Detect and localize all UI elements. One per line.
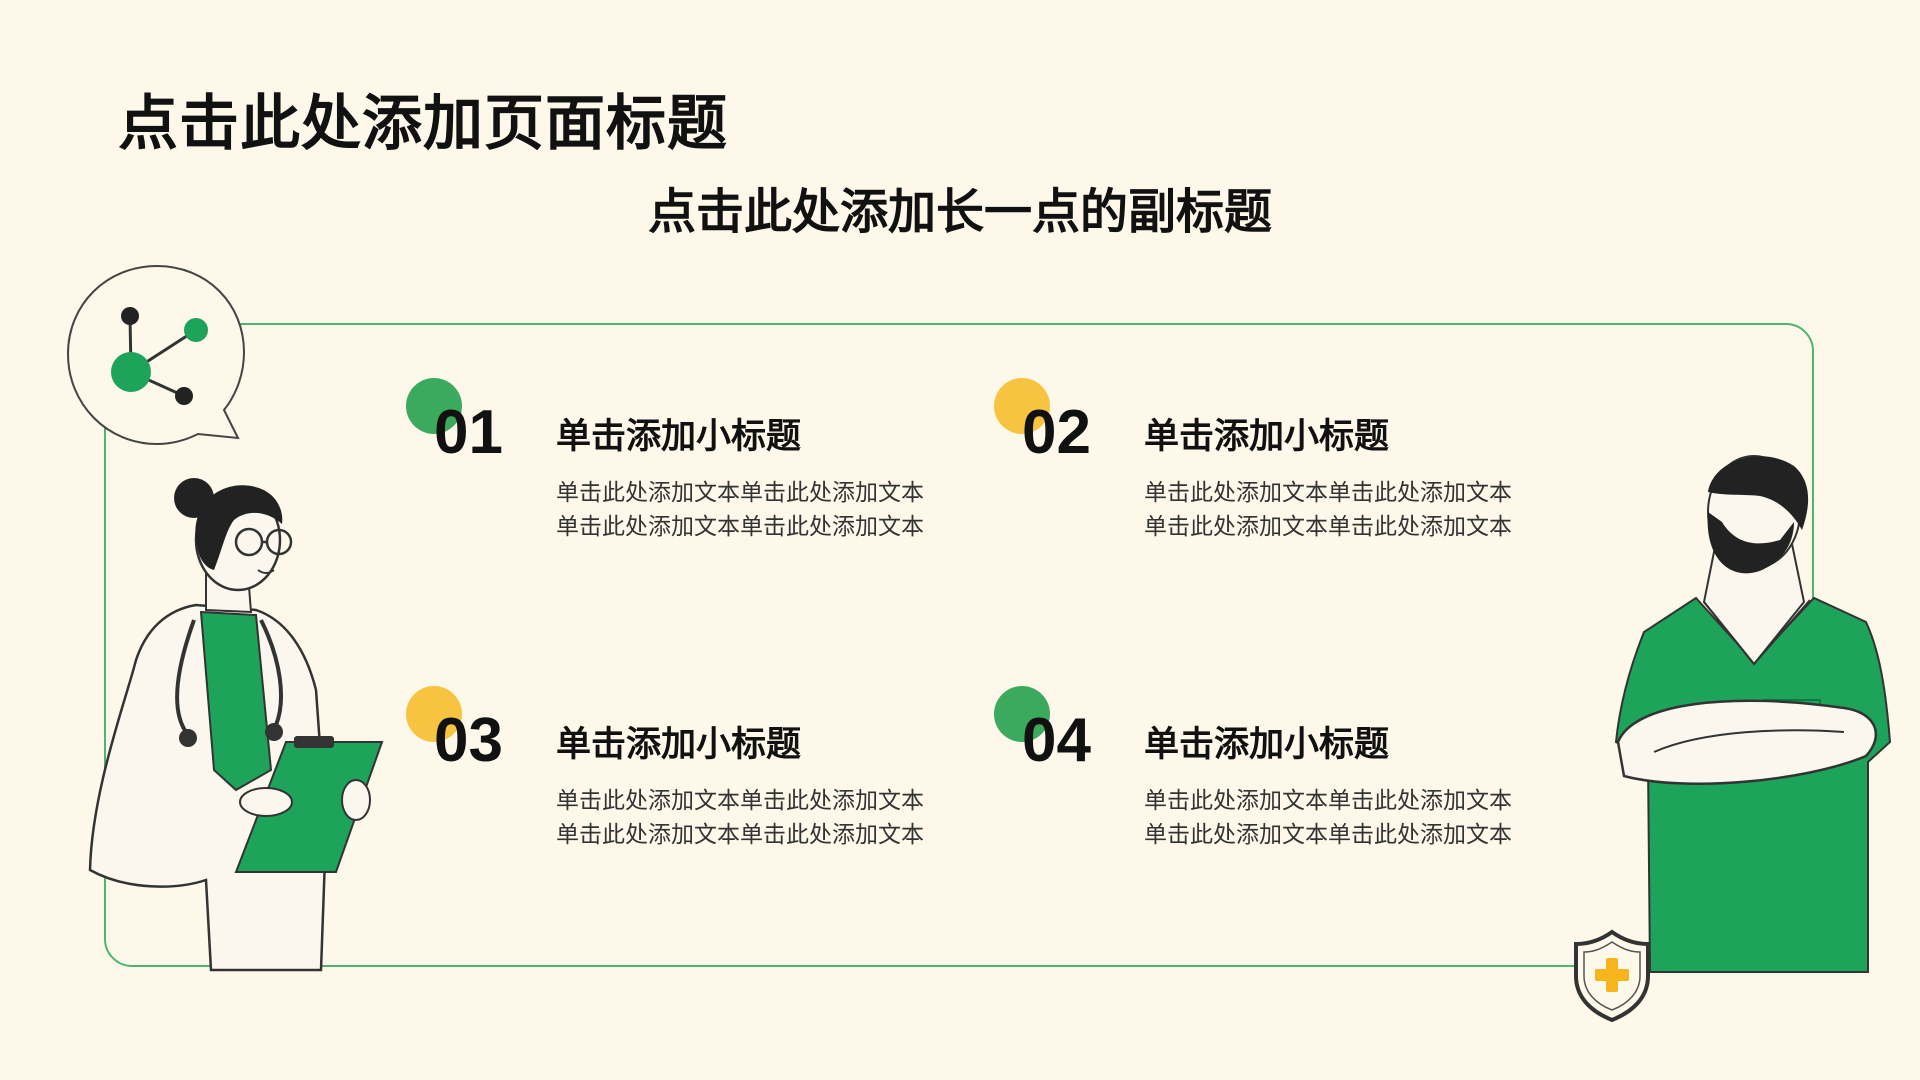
item-heading: 单击添加小标题 [1144, 725, 1390, 765]
item-number: 04 [1022, 706, 1091, 775]
nurse-illustration [1614, 455, 1892, 973]
item-dot [406, 378, 462, 434]
item-dot [994, 378, 1050, 434]
content-item-02: 02 单击添加小标题 单击此处添加文本单击此处添加文本单击此处添加文本单击此处添… [994, 378, 1514, 628]
item-body: 单击此处添加文本单击此处添加文本单击此处添加文本单击此处添加文本 [1144, 480, 1512, 540]
item-dot [406, 686, 462, 742]
content-item-04: 04 单击添加小标题 单击此处添加文本单击此处添加文本单击此处添加文本单击此处添… [994, 686, 1514, 936]
item-body: 单击此处添加文本单击此处添加文本单击此处添加文本单击此处添加文本 [556, 480, 924, 540]
page-subtitle: 点击此处添加长一点的副标题 [647, 184, 1272, 240]
item-number: 02 [1022, 398, 1091, 467]
item-heading: 单击添加小标题 [1144, 417, 1390, 457]
item-body: 单击此处添加文本单击此处添加文本单击此处添加文本单击此处添加文本 [1144, 788, 1512, 848]
item-body: 单击此处添加文本单击此处添加文本单击此处添加文本单击此处添加文本 [556, 788, 924, 848]
item-heading: 单击添加小标题 [556, 417, 802, 457]
molecule-share-icon [66, 264, 246, 446]
doctor-illustration [88, 478, 384, 972]
item-number: 01 [434, 398, 503, 467]
item-number: 03 [434, 706, 503, 775]
item-dot [994, 686, 1050, 742]
content-item-01: 01 单击添加小标题 单击此处添加文本单击此处添加文本单击此处添加文本单击此处添… [406, 378, 926, 628]
item-heading: 单击添加小标题 [556, 725, 802, 765]
content-item-03: 03 单击添加小标题 单击此处添加文本单击此处添加文本单击此处添加文本单击此处添… [406, 686, 926, 936]
page-title: 点击此处添加页面标题 [118, 89, 728, 159]
shield-plus-icon [1574, 929, 1650, 1023]
